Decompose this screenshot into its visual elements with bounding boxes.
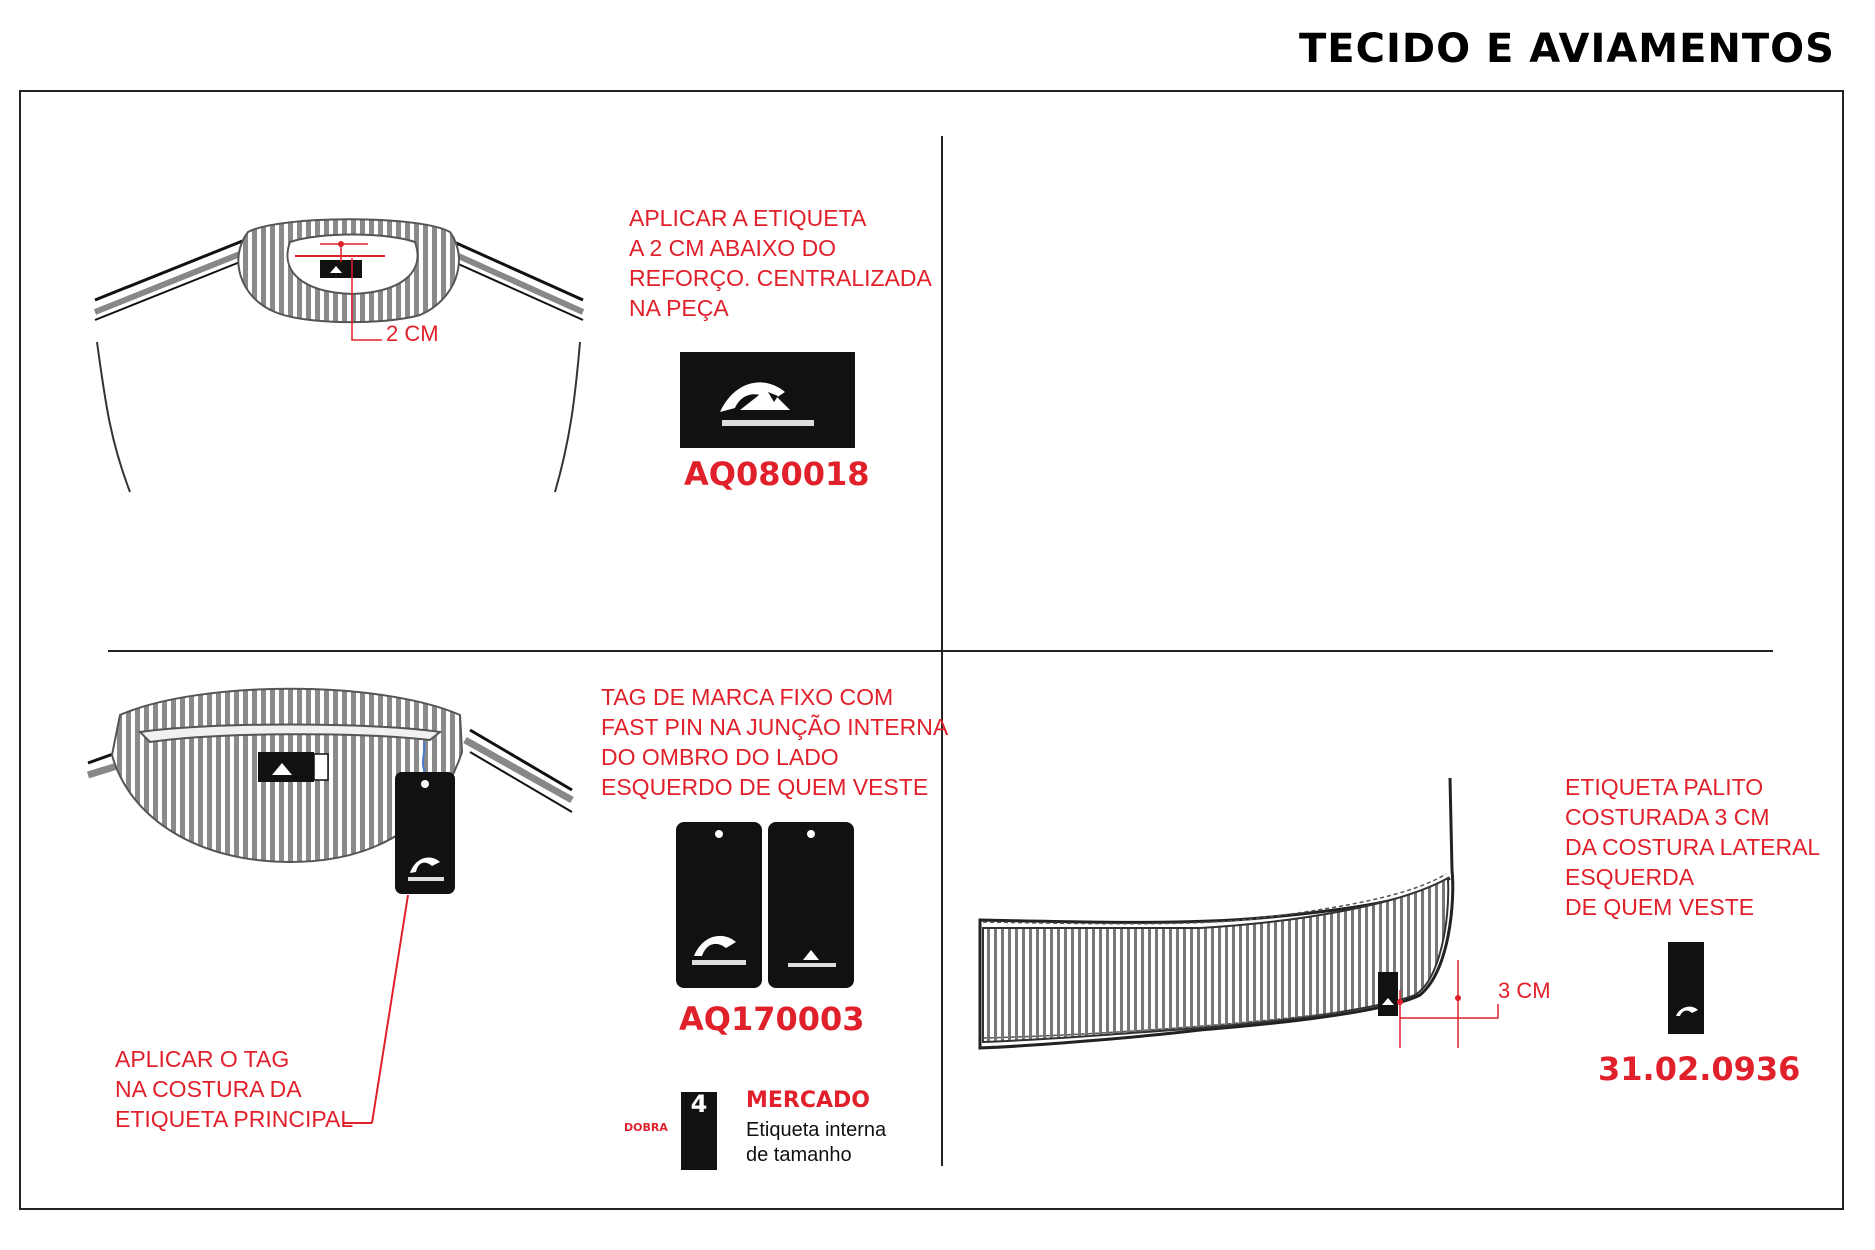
size-label-number: 4 xyxy=(690,1090,708,1118)
size-label-title: MERCADO xyxy=(746,1088,870,1113)
size-label-tag xyxy=(681,1092,717,1170)
size-label-description: Etiqueta interna de tamanho xyxy=(746,1119,887,1166)
q4-product-code: 31.02.0936 xyxy=(1598,1050,1801,1088)
shirt-collar-drawing-back xyxy=(86,687,574,1124)
horizontal-divider xyxy=(108,650,1773,652)
q1-dimension-label: 2 CM xyxy=(386,321,439,346)
q4-instruction: ETIQUETA PALITO COSTURADA 3 CM DA COSTUR… xyxy=(1565,774,1821,920)
q1-instruction: APLICAR A ETIQUETA A 2 CM ABAIXO DO REFO… xyxy=(629,205,932,321)
q3-tag-instruction: TAG DE MARCA FIXO COM FAST PIN NA JUNÇÃO… xyxy=(601,684,949,800)
q1-product-code: AQ080018 xyxy=(684,455,870,493)
q4-dimension-label: 3 CM xyxy=(1498,978,1551,1003)
hang-tags-aq170003 xyxy=(676,822,854,988)
page-title: TECIDO E AVIAMENTOS xyxy=(1299,26,1835,72)
q3-apply-instruction: APLICAR O TAG NA COSTURA DA ETIQUETA PRI… xyxy=(115,1046,354,1132)
shirt-collar-drawing-front xyxy=(93,218,585,493)
content-frame xyxy=(19,90,1844,1210)
flag-label-31020936 xyxy=(1668,942,1704,1034)
vertical-divider xyxy=(941,136,943,1166)
hem-drawing xyxy=(978,777,1499,1050)
size-label-fold-text: DOBRA xyxy=(624,1121,668,1134)
main-label-aq080018 xyxy=(680,352,855,448)
q3-product-code: AQ170003 xyxy=(679,1000,865,1038)
